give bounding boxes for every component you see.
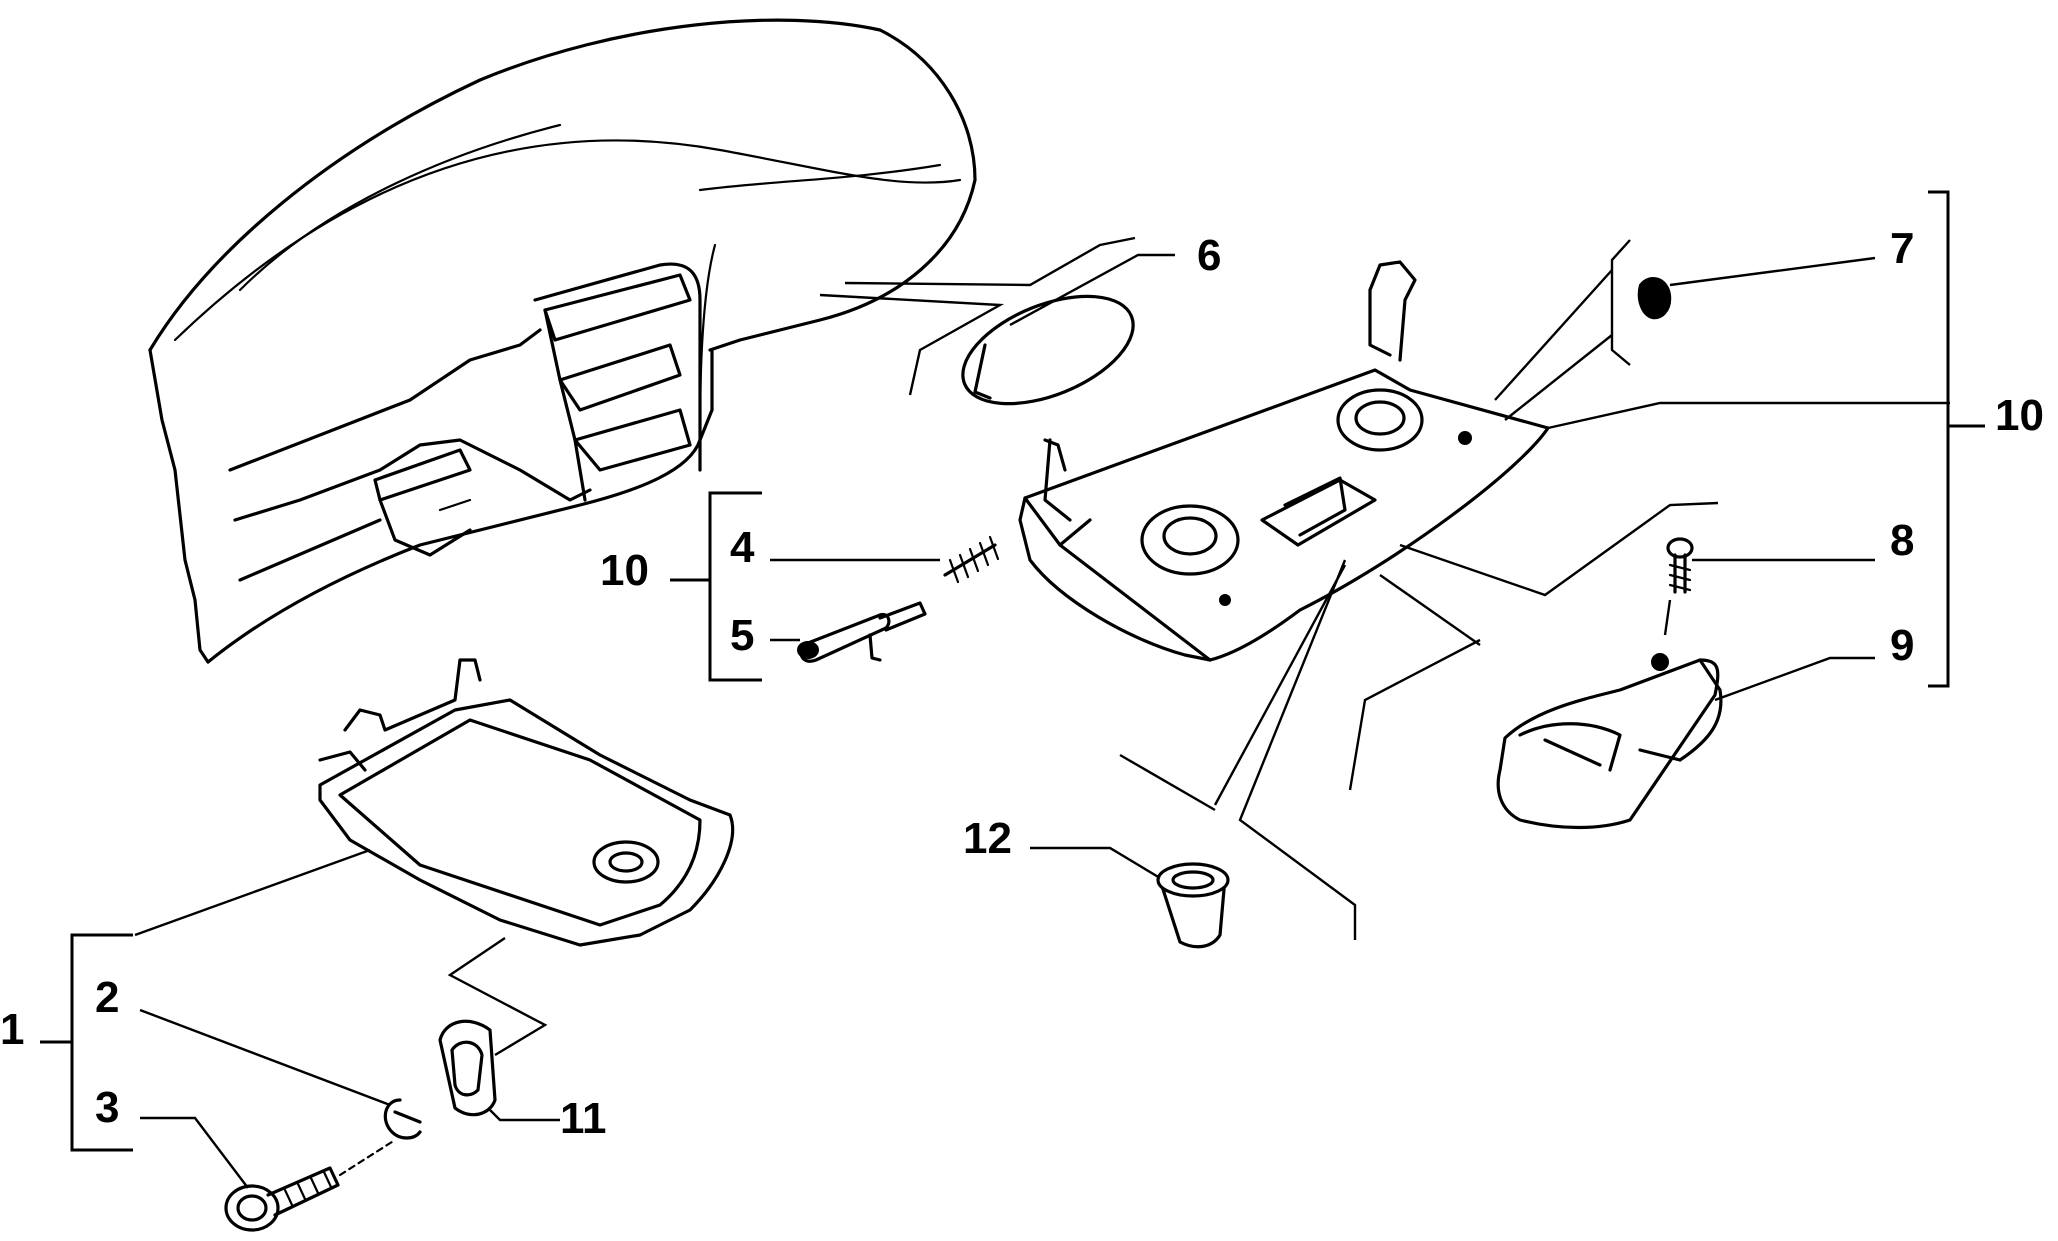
callout-6: 6 xyxy=(1197,231,1221,280)
callout-labels: 1 2 3 4 5 6 7 8 9 10 10 11 12 xyxy=(0,224,2044,1143)
part-5-pin xyxy=(797,601,927,663)
bracket-10-right xyxy=(1928,190,1985,688)
part-2-clip xyxy=(383,1098,422,1140)
part-8-screw xyxy=(1666,537,1694,594)
latch-tray-icon xyxy=(1018,260,1550,662)
part-6-ring xyxy=(961,294,1135,406)
bracket-1 xyxy=(40,933,133,1152)
callout-9: 9 xyxy=(1890,621,1914,670)
callout-2: 2 xyxy=(95,973,119,1022)
callout-12: 12 xyxy=(963,814,1012,863)
callout-8: 8 xyxy=(1890,516,1914,565)
part-12-grommet xyxy=(1156,862,1230,949)
part-3-screw xyxy=(224,1166,340,1232)
brackets xyxy=(40,190,1985,1152)
dashboard-icon xyxy=(148,18,977,664)
callout-10-right: 10 xyxy=(1995,391,2044,440)
glovebox-lid-icon xyxy=(318,658,735,947)
callout-10-left: 10 xyxy=(600,546,649,595)
callout-3: 3 xyxy=(95,1083,119,1132)
part-11-latch-clip xyxy=(438,1019,497,1117)
leader-lines xyxy=(134,236,1950,1189)
part-9-handle xyxy=(1496,653,1723,830)
callout-7: 7 xyxy=(1890,224,1914,273)
callout-5: 5 xyxy=(730,611,754,660)
bracket-10-left xyxy=(670,491,762,682)
callout-11: 11 xyxy=(560,1094,607,1143)
callout-4: 4 xyxy=(730,523,755,572)
part-4-spring xyxy=(943,535,1000,584)
part-7-clip xyxy=(1637,276,1672,320)
callout-1: 1 xyxy=(0,1005,24,1054)
